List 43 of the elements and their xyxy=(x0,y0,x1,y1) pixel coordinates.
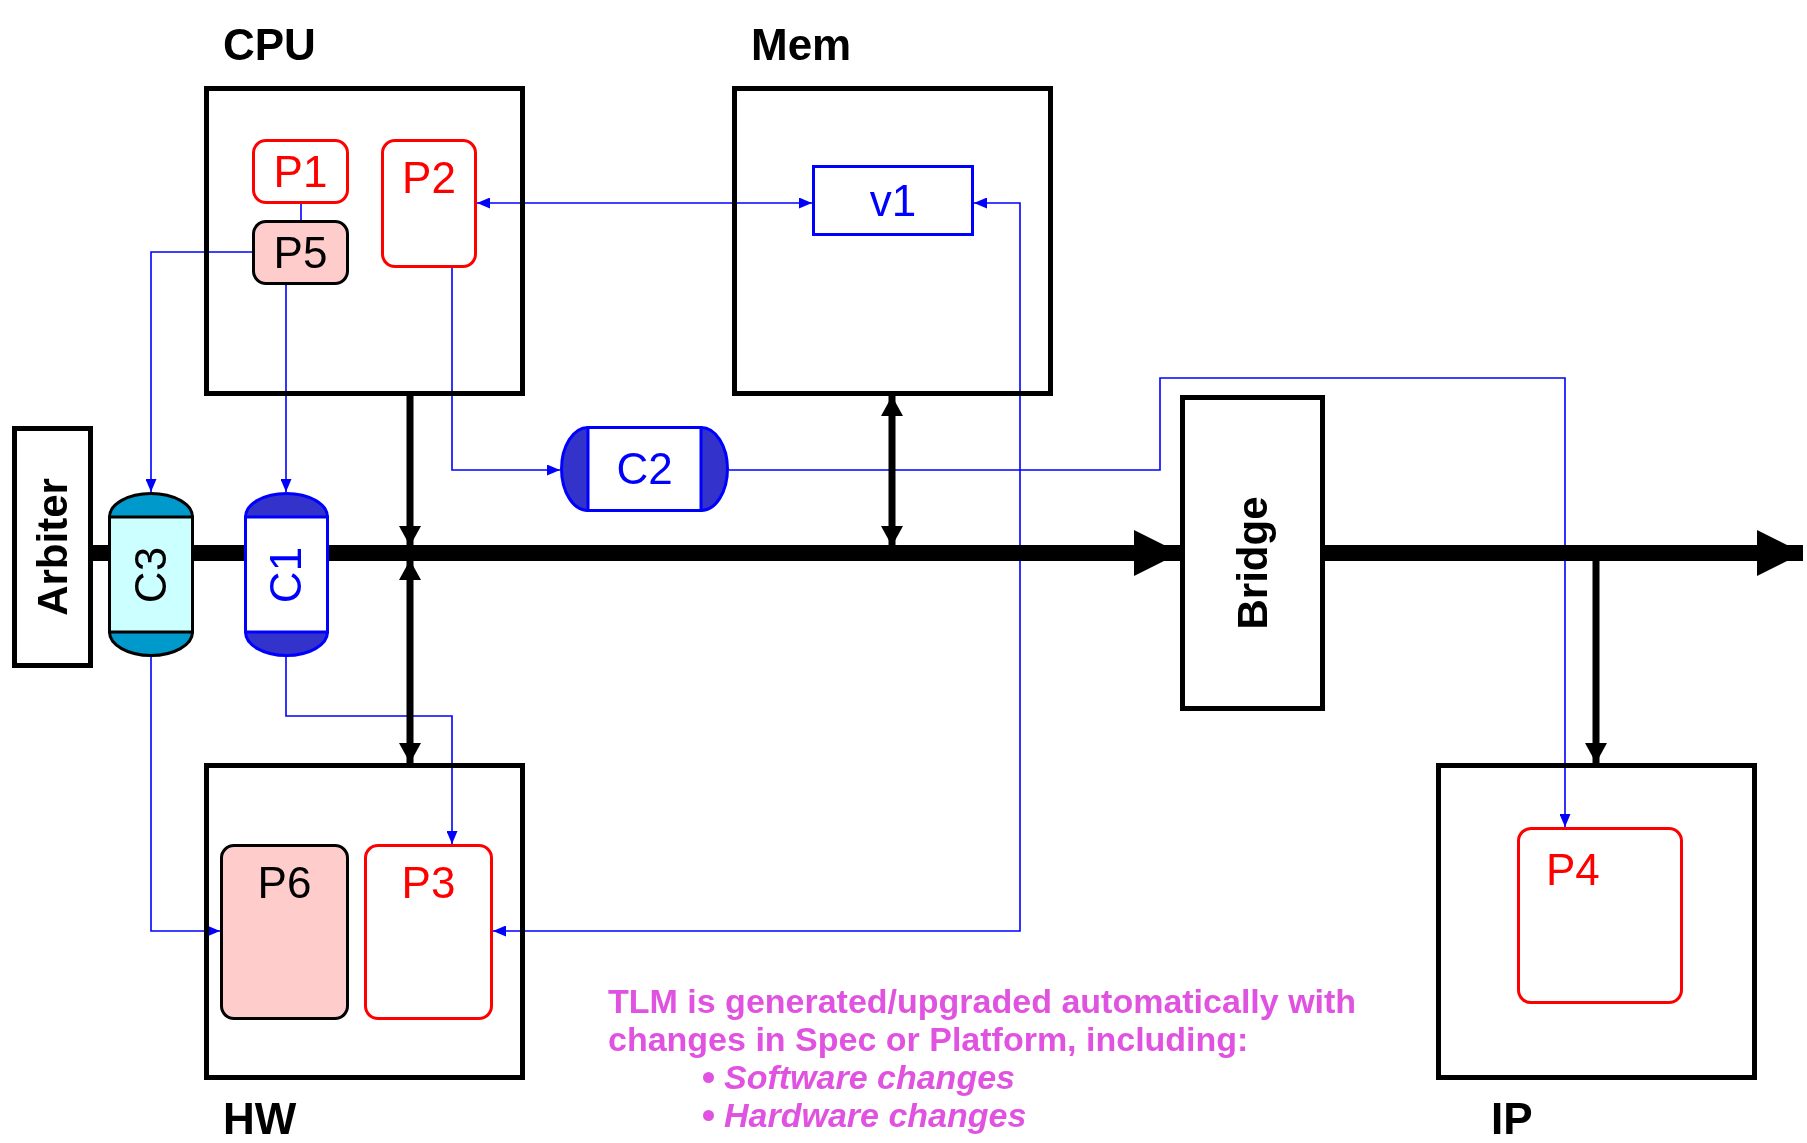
process-label: P4 xyxy=(1546,848,1600,892)
process-label: P1 xyxy=(273,149,328,194)
bus-arrow xyxy=(329,530,1180,576)
connector-arrow xyxy=(492,197,1021,937)
bus-arrow xyxy=(1325,530,1803,576)
channel-label: C1 xyxy=(264,546,309,603)
connector-arrow xyxy=(451,267,561,476)
bullet-item: Software changes xyxy=(724,1058,1015,1096)
channel-label: C2 xyxy=(616,447,673,491)
connector-arrow xyxy=(280,284,292,493)
process-box xyxy=(364,844,493,1020)
channel-capsule xyxy=(244,492,329,657)
connector-arrow xyxy=(145,251,253,493)
process-label: P6 xyxy=(257,861,312,905)
process-box xyxy=(220,844,349,1020)
bus-block xyxy=(12,426,93,668)
process-box xyxy=(1517,827,1683,1004)
variable-label: v1 xyxy=(869,178,917,223)
bus-block xyxy=(1180,395,1325,711)
component-heading: Mem xyxy=(751,23,852,67)
connector-arrow xyxy=(728,377,1571,828)
process-label: P5 xyxy=(273,230,328,275)
bus-arrow xyxy=(1585,560,1607,763)
block-label: Bridge xyxy=(1231,496,1274,630)
process-label: P2 xyxy=(402,156,456,200)
channel-label: C3 xyxy=(129,546,173,603)
component-heading: CPU xyxy=(223,23,316,67)
connector-arrow xyxy=(285,656,458,845)
connector-arrow xyxy=(150,656,221,937)
process-box xyxy=(381,139,477,268)
component-heading: HW xyxy=(223,1097,297,1141)
process-box xyxy=(252,220,349,285)
block-label: Arbiter xyxy=(31,478,74,616)
note-text: TLM is generated/upgraded automatically with changes in Spec or Platform, including: xyxy=(608,982,1358,1058)
bus-arrow xyxy=(399,560,421,763)
channel-capsule xyxy=(108,492,194,657)
process-label: P3 xyxy=(401,861,456,905)
component-heading: IP xyxy=(1491,1097,1533,1141)
variable-box xyxy=(812,165,974,236)
channel-capsule xyxy=(560,426,729,512)
process-box xyxy=(252,139,349,204)
bullet-item: Hardware changes xyxy=(724,1096,1027,1134)
connector-arrow xyxy=(476,197,813,209)
